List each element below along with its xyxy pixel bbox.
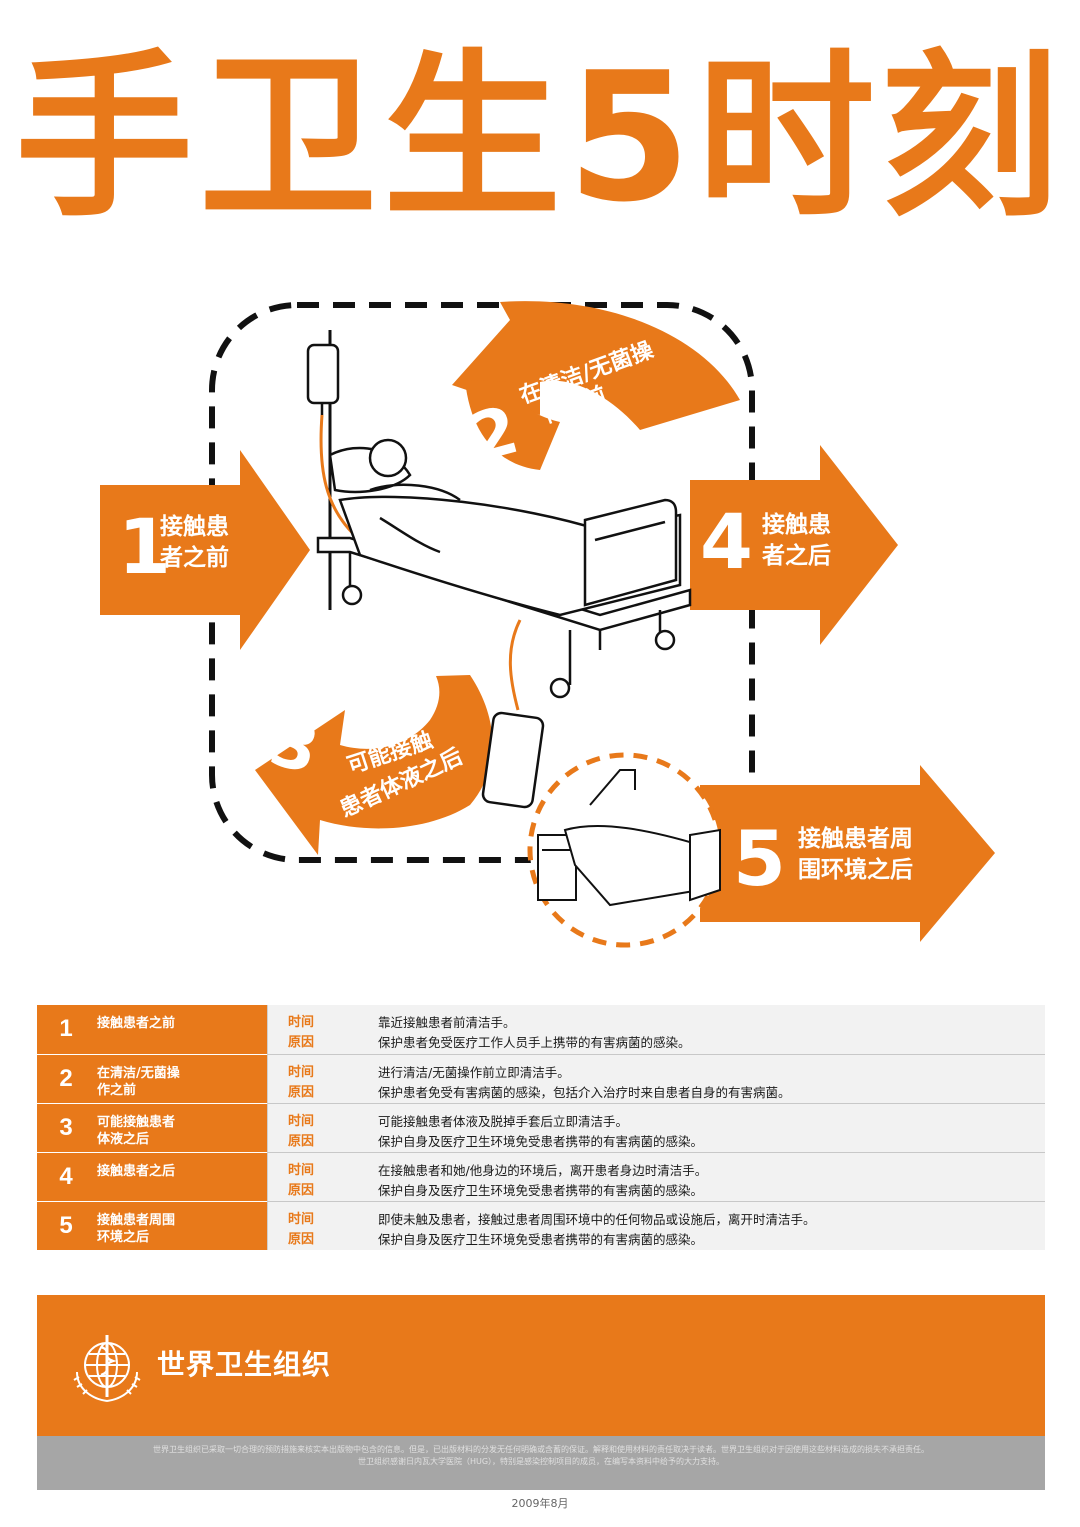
moment-4-label-line2: 者之后 (761, 542, 831, 569)
moment-description: 在接触患者和她/他身边的环境后，离开患者身边时清洁手。 保护自身及医疗卫生环境免… (378, 1151, 1045, 1201)
publication-date: 2009年8月 (511, 1497, 569, 1510)
moment-name: 在清洁/无菌操 作之前 (95, 1053, 268, 1103)
moment-description: 进行清洁/无菌操作前立即清洁手。 保护患者免受有害病菌的感染，包括介入治疗时来自… (378, 1053, 1045, 1103)
moment-description: 靠近接触患者前清洁手。 保护患者免受医疗工作人员手上携带的有害病菌的感染。 (378, 1005, 1045, 1054)
table-row: 3 可能接触患者 体液之后 时间 原因 可能接触患者体液及脱掉手套后立即清洁手。… (37, 1102, 1045, 1152)
patient-bed-illustration (306, 330, 692, 809)
page-title: 手卫生5时刻 (15, 34, 1065, 241)
footer-banner: 世界卫生组织 (37, 1295, 1045, 1436)
moment-1-label-line1: 接触患 (160, 513, 229, 540)
moment-name: 接触患者周围 环境之后 (95, 1200, 268, 1250)
moment-1-arrow (100, 450, 310, 650)
moment-tags: 时间 原因 (267, 1151, 378, 1201)
table-row: 2 在清洁/无菌操 作之前 时间 原因 进行清洁/无菌操作前立即清洁手。 保护患… (37, 1053, 1045, 1103)
moment-name: 接触患者之前 (95, 1005, 268, 1054)
moment-1-label-line2: 者之前 (159, 544, 229, 571)
bedside-table-icon (537, 834, 577, 901)
surroundings-illustration (537, 769, 721, 907)
moment-description: 可能接触患者体液及脱掉手套后立即清洁手。 保护自身及医疗卫生环境免受患者携带的有… (378, 1102, 1045, 1152)
who-emblem-icon (73, 1335, 141, 1402)
moment-tags: 时间 原因 (267, 1102, 378, 1152)
moment-2-arrow-body (465, 380, 560, 470)
iv-drip-bag-icon (306, 343, 340, 405)
moment-tags: 时间 原因 (267, 1005, 378, 1054)
urine-bag-icon (481, 711, 545, 809)
moment-3-arrow (255, 675, 493, 855)
disclaimer-text: 世界卫生组织已采取一切合理的预防措施来核实本出版物中包含的信息。但是，已出版材料… (37, 1436, 1045, 1490)
moment-description: 即使未触及患者，接触过患者周围环境中的任何物品或设施后，离开时清洁手。 保护自身… (378, 1200, 1045, 1250)
moment-name: 可能接触患者 体液之后 (95, 1102, 268, 1152)
moment-number: 1 (37, 1005, 95, 1054)
moment-number: 3 (37, 1102, 95, 1152)
moment-2-arrow (452, 301, 740, 430)
moment-number: 2 (37, 1053, 95, 1103)
organization-name: 世界卫生组织 (157, 1348, 332, 1381)
moment-5-label-line2: 围环境之后 (798, 856, 913, 883)
moment-5-label-line1: 接触患者周 (798, 825, 913, 852)
moment-number: 4 (37, 1151, 95, 1201)
table-row: 4 接触患者之后 时间 原因 在接触患者和她/他身边的环境后，离开患者身边时清洁… (37, 1151, 1045, 1201)
moment-5-number: 5 (733, 814, 786, 903)
moment-1-number: 1 (118, 502, 171, 591)
five-moments-diagram: 1 接触患 者之前 4 接触患 者之后 5 接触患者周 围环境之后 2 在清洁/… (100, 301, 995, 948)
moment-number: 5 (37, 1200, 95, 1250)
moment-4-label-line1: 接触患 (762, 511, 831, 538)
moment-4-number: 4 (700, 497, 753, 586)
moment-tags: 时间 原因 (267, 1053, 378, 1103)
moment-4-arrow (690, 445, 898, 645)
moment-tags: 时间 原因 (267, 1200, 378, 1250)
moment-5-arrow (700, 765, 995, 942)
moments-table: 1 接触患者之前 时间 原因 靠近接触患者前清洁手。 保护患者免受医疗工作人员手… (37, 1005, 1045, 1250)
table-row: 1 接触患者之前 时间 原因 靠近接触患者前清洁手。 保护患者免受医疗工作人员手… (37, 1005, 1045, 1054)
moment-name: 接触患者之后 (95, 1151, 268, 1201)
table-row: 5 接触患者周围 环境之后 时间 原因 即使未触及患者，接触过患者周围环境中的任… (37, 1200, 1045, 1250)
